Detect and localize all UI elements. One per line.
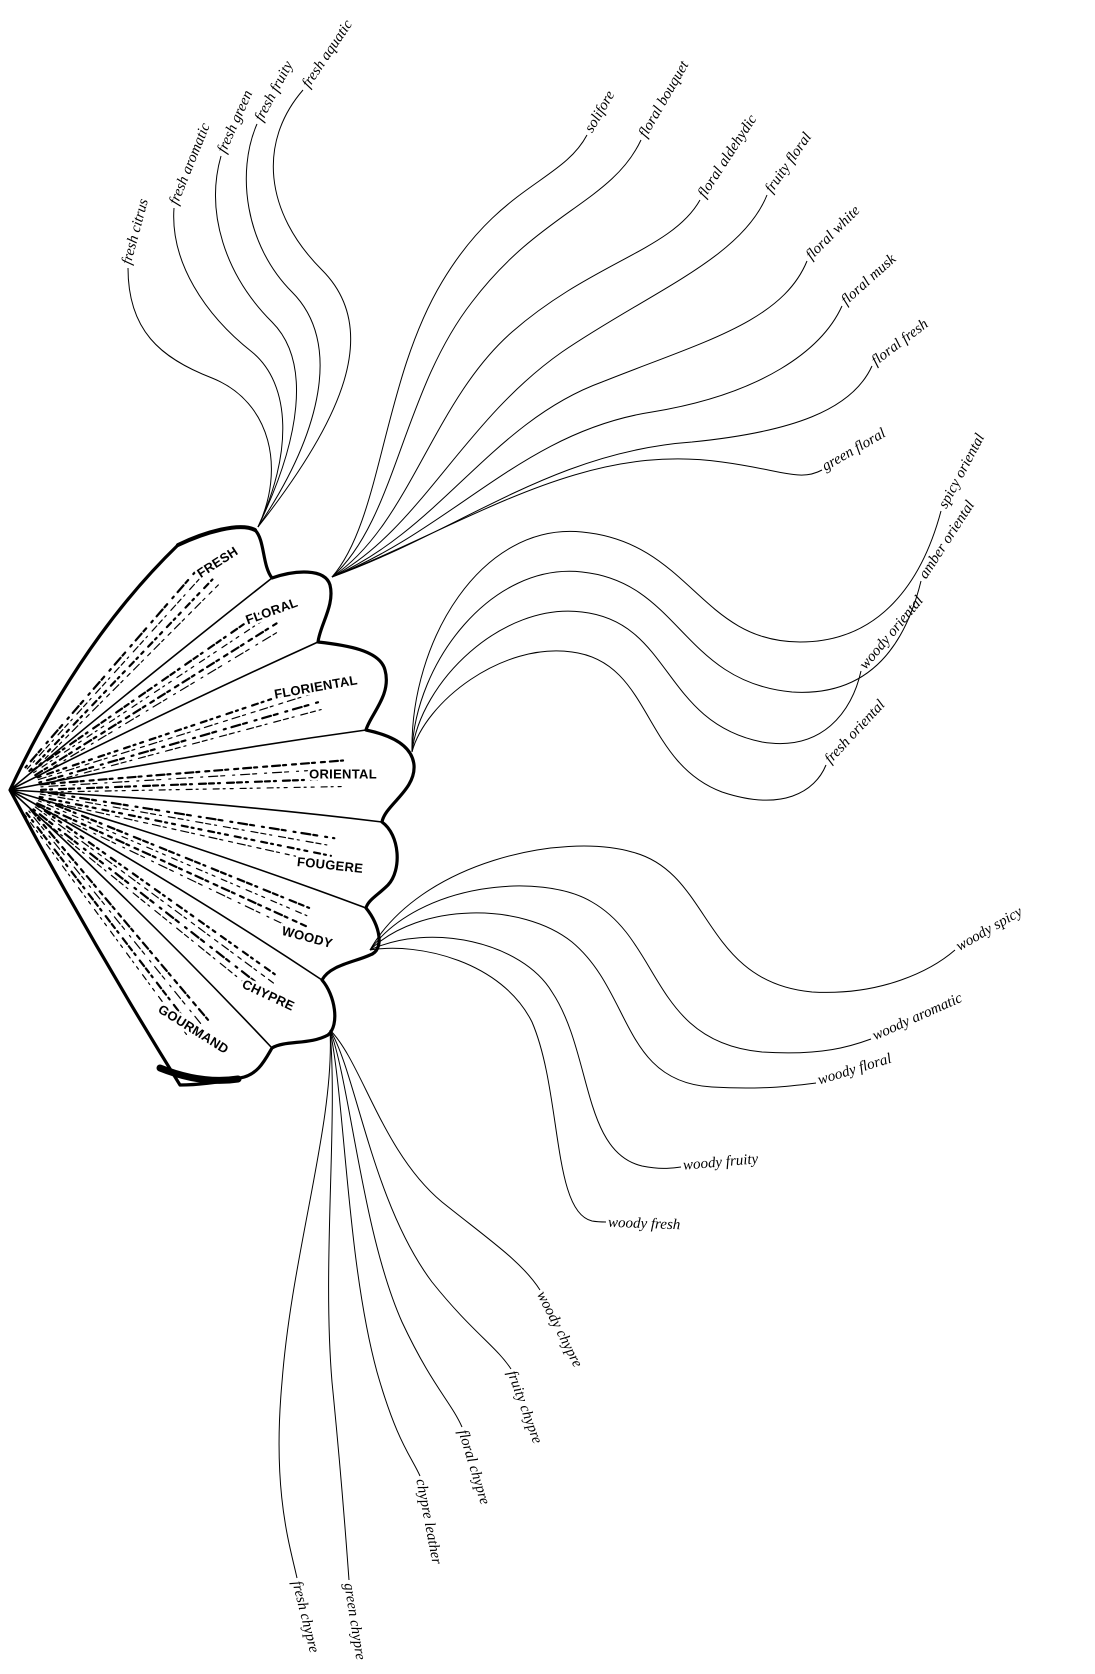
label-floral-aldehydic: floral aldehydic xyxy=(695,112,761,201)
connector-woody-fresh xyxy=(370,948,606,1222)
label-fresh-citrus: fresh citrus xyxy=(119,197,152,266)
connector-green-chypre xyxy=(329,1030,349,1580)
label-woody-aromatic: woody aromatic xyxy=(870,990,965,1044)
family-label-oriental: ORIENTAL xyxy=(309,766,377,781)
connector-chypre-leather xyxy=(330,1030,420,1476)
label-fruity-floral: fruity floral xyxy=(762,130,815,196)
connector-floral-fresh xyxy=(332,366,872,577)
connector-floral-musk xyxy=(332,306,842,577)
connector-woody-oriental xyxy=(412,611,861,752)
connector-floral-aldehydic xyxy=(332,200,700,577)
connector-woody-spicy xyxy=(370,846,955,992)
label-fresh-aromatic: fresh aromatic xyxy=(166,121,213,208)
connector-fruity-floral xyxy=(332,195,767,577)
label-woody-chypre: woody chypre xyxy=(533,1289,585,1371)
label-fresh-oriental: fresh oriental xyxy=(822,697,889,767)
label-floral-bouquet: floral bouquet xyxy=(636,58,693,141)
label-chypre-leather: chypre leather xyxy=(412,1478,444,1566)
connector-floral-white xyxy=(332,261,807,577)
label-floral-white: floral white xyxy=(803,202,864,263)
label-floral-musk: floral musk xyxy=(838,251,899,309)
label-green-floral: green floral xyxy=(819,425,888,474)
connector-solifore xyxy=(332,135,587,577)
label-green-chypre: green chypre xyxy=(340,1582,368,1661)
label-woody-floral: woody floral xyxy=(816,1051,894,1089)
label-fresh-aquatic: fresh aquatic xyxy=(299,17,356,91)
connector-fresh-aquatic xyxy=(258,90,351,527)
connector-floral-chypre xyxy=(330,1030,462,1427)
connector-green-floral xyxy=(332,459,822,577)
connector-fresh-citrus xyxy=(128,268,271,527)
connector-amber-oriental xyxy=(412,571,921,752)
connector-fresh-green xyxy=(216,156,297,527)
label-fruity-chypre: fruity chypre xyxy=(504,1369,545,1447)
label-spicy-oriental: spicy oriental xyxy=(936,431,989,511)
label-fresh-chypre: fresh chypre xyxy=(288,1579,321,1654)
connector-woody-floral xyxy=(370,913,816,1088)
connector-fruity-chypre xyxy=(330,1030,511,1369)
label-woody-fruity: woody fruity xyxy=(682,1151,759,1174)
shell-illustration: FRESH FLORAL FLORIENTAL ORIENTAL FOUGERE… xyxy=(10,527,414,1085)
connector-woody-aromatic xyxy=(370,886,871,1053)
label-fresh-fruity: fresh fruity xyxy=(252,58,297,124)
connector-fresh-aromatic xyxy=(174,208,283,527)
label-floral-fresh: floral fresh xyxy=(869,316,932,369)
connector-fresh-oriental xyxy=(412,651,826,800)
connector-woody-fruity xyxy=(370,937,681,1168)
connector-woody-chypre xyxy=(330,1030,540,1290)
label-solifore: solifore xyxy=(582,88,619,136)
label-woody-fresh: woody fresh xyxy=(608,1215,681,1234)
label-floral-chypre: floral chypre xyxy=(455,1428,493,1507)
label-woody-spicy: woody spicy xyxy=(953,904,1025,955)
connector-fresh-chypre xyxy=(279,1030,330,1578)
